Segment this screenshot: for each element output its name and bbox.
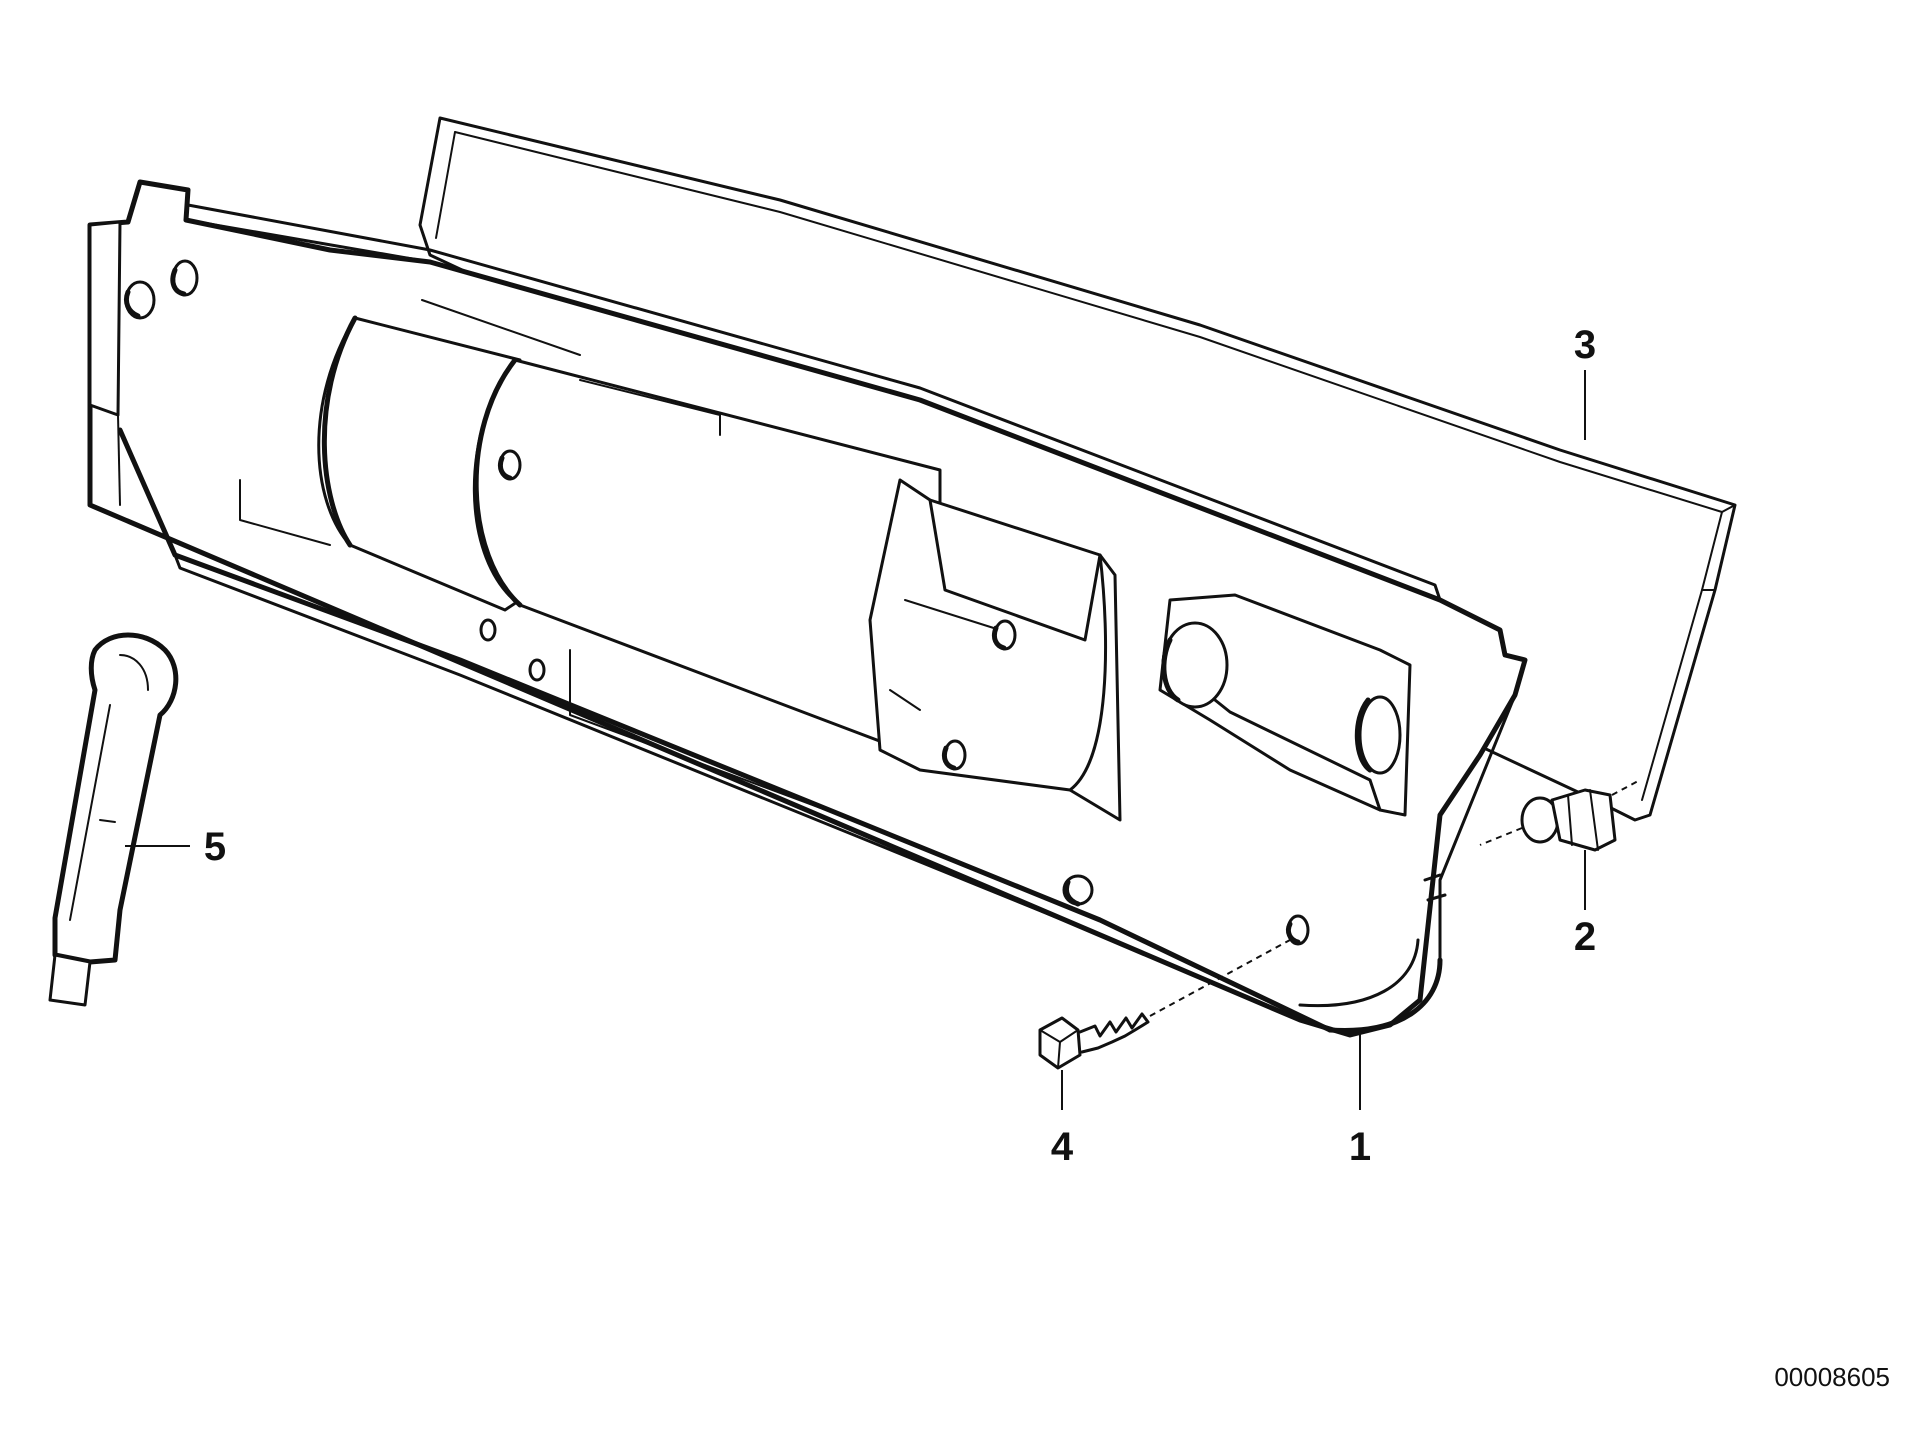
- diagram-id: 00008605: [1774, 1362, 1890, 1392]
- callout-1: 1: [1349, 1125, 1371, 1169]
- hose: [48, 632, 179, 1007]
- mounting-holes: [123, 259, 1310, 946]
- leader-lines: [125, 370, 1586, 1110]
- callout-4: 4: [1051, 1125, 1074, 1169]
- clip: [1479, 779, 1641, 852]
- screw: [1038, 939, 1291, 1070]
- callout-5: 5: [204, 825, 226, 869]
- callout-2: 2: [1574, 915, 1596, 959]
- callout-3: 3: [1574, 323, 1596, 367]
- trim-panel: [87, 179, 1528, 1038]
- callouts: 1 2 3 4 5: [204, 323, 1596, 1169]
